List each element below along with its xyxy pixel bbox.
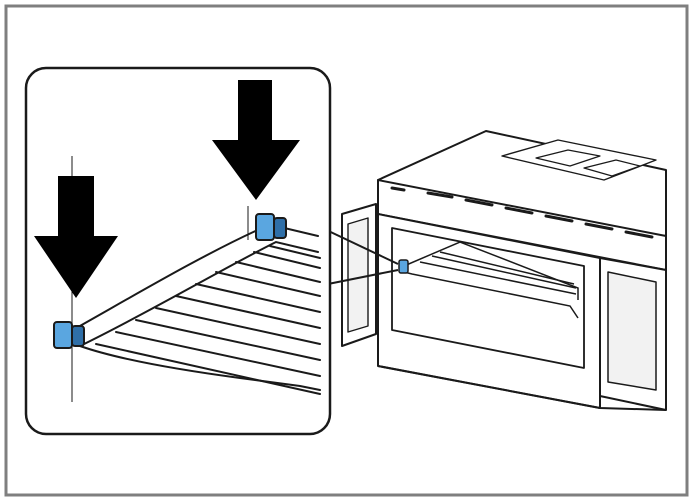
down-arrow-icon [212, 80, 300, 200]
microwave-oven [341, 130, 667, 411]
mounting-plate-inner [583, 159, 641, 177]
mounting-plate-inner [535, 149, 601, 167]
rack-clip-icon [53, 321, 85, 349]
door-window [347, 217, 369, 333]
cavity-rack-clip [398, 259, 409, 274]
oven-cavity [391, 227, 585, 369]
rack-clip-icon [255, 213, 287, 241]
down-arrow-icon [34, 176, 118, 298]
bottom-edge [377, 365, 667, 411]
zoomed-rack [61, 224, 321, 395]
vent-slots [390, 186, 654, 239]
callout-lines [317, 225, 399, 287]
control-panel-window [607, 271, 657, 391]
